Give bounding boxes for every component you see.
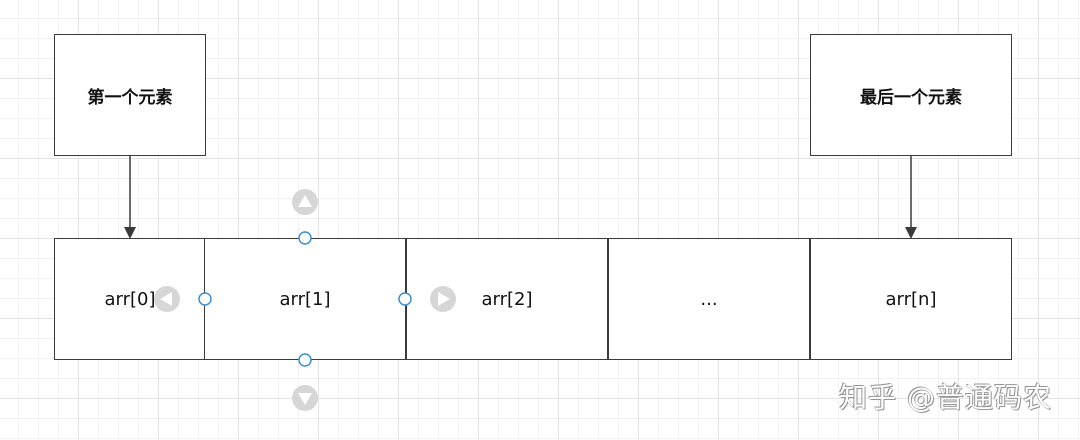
array-cell-label: arr[0] (104, 288, 156, 310)
connection-point-icon[interactable] (298, 231, 312, 245)
first-element-label-box[interactable]: 第一个元素 (54, 34, 206, 156)
first-element-label: 第一个元素 (87, 87, 173, 108)
last-element-arrow[interactable] (905, 156, 917, 239)
array-cell-0[interactable]: arr[0] (54, 238, 206, 360)
arrow-right-icon[interactable] (430, 286, 456, 312)
last-element-label-box[interactable]: 最后一个元素 (810, 34, 1012, 156)
array-cell-ellipsis[interactable]: ... (608, 238, 810, 360)
watermark: 知乎 @普通码农 (839, 381, 1052, 414)
connection-point-icon[interactable] (298, 353, 312, 367)
connection-point-icon[interactable] (398, 292, 412, 306)
array-cell-label: arr[2] (481, 288, 533, 310)
array-cell-n[interactable]: arr[n] (810, 238, 1012, 360)
array-cell-label: arr[n] (885, 288, 937, 310)
arrow-left-icon[interactable] (154, 286, 180, 312)
array-cell-label: arr[1] (279, 288, 331, 310)
arrow-up-icon[interactable] (292, 189, 318, 215)
first-element-arrow[interactable] (124, 156, 136, 239)
arrow-down-icon[interactable] (292, 385, 318, 411)
connection-point-icon[interactable] (198, 292, 212, 306)
last-element-label: 最后一个元素 (860, 87, 962, 108)
array-cell-label: ... (700, 288, 718, 310)
